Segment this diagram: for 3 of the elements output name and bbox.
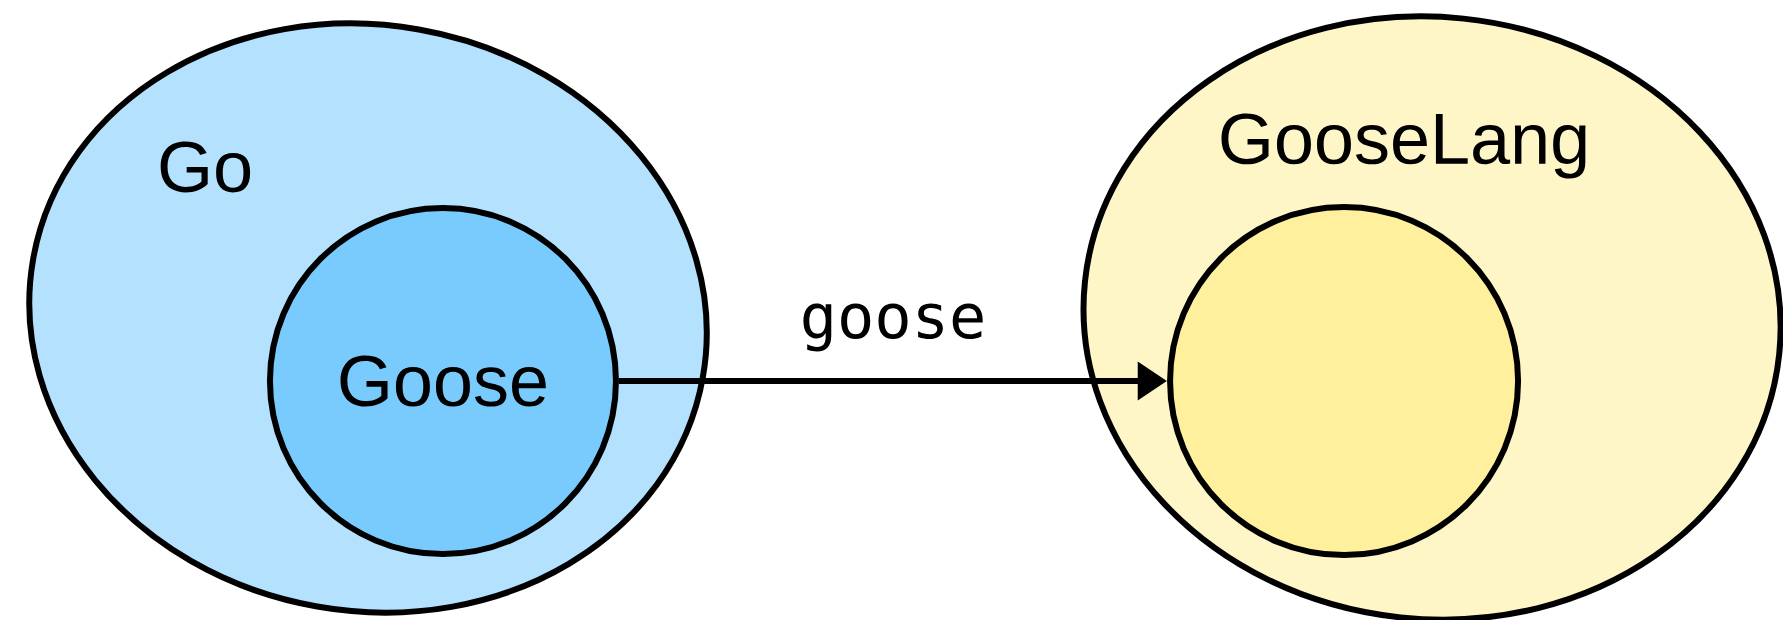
circle-region: Goose xyxy=(266,205,619,558)
circle-region xyxy=(1167,204,1522,559)
edge-label: goose xyxy=(803,303,983,352)
